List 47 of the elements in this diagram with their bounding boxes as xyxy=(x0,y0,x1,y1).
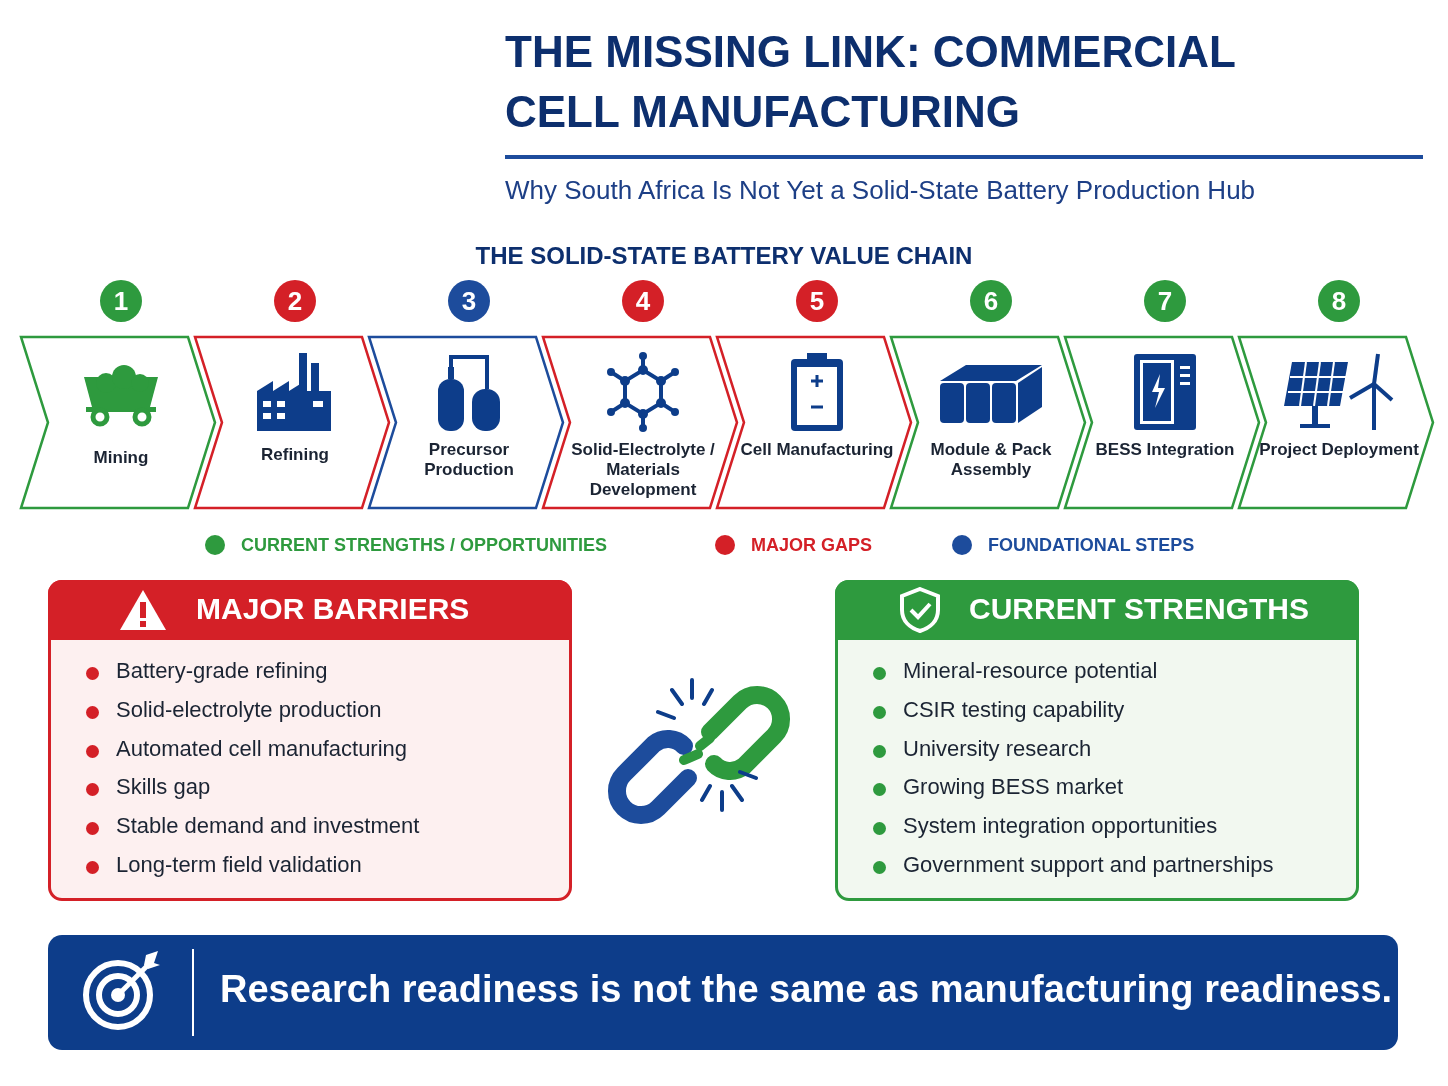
chevron-step xyxy=(540,280,740,512)
legend-text: MAJOR GAPS xyxy=(751,534,873,556)
bullet-text: Growing BESS market xyxy=(903,774,1124,801)
bullet-text: Solid-electrolyte production xyxy=(116,696,382,723)
step-label: Cell Manufacturing xyxy=(739,440,895,460)
step-label: Module & Pack Assembly xyxy=(929,440,1053,480)
section-heading: THE SOLID-STATE BATTERY VALUE CHAIN xyxy=(474,242,974,270)
conclusion-banner xyxy=(48,935,1398,1050)
bullet-text: Government support and partnerships xyxy=(903,852,1274,878)
step-label: Mining xyxy=(92,448,150,468)
chevron-step xyxy=(366,280,566,512)
chevron-step xyxy=(714,280,914,512)
legend-text: FOUNDATIONAL STEPS xyxy=(988,534,1195,556)
step-number: 1 xyxy=(100,280,142,322)
bullet-text: Long-term field validation xyxy=(116,852,362,878)
subtitle-text: Why South Africa Is Not Yet a Solid-State Battery Production Hub xyxy=(505,175,1256,206)
conclusion-text: Research readiness is not the same as manufacturing readiness. xyxy=(220,968,1393,1011)
chevron-step xyxy=(1062,280,1262,512)
step-number: 2 xyxy=(274,280,316,322)
bullet-text: System integration opportunities xyxy=(903,813,1218,840)
step-label: Refining xyxy=(260,445,330,465)
step-number: 3 xyxy=(448,280,490,322)
step-label: Solid-Electrolyte / Materials Development xyxy=(570,440,716,500)
bullet-text: Stable demand and investment xyxy=(116,813,420,840)
chevron-step xyxy=(18,280,218,512)
step-label: Precursor Production xyxy=(423,440,515,480)
panel-title: MAJOR BARRIERS xyxy=(196,592,470,626)
title-text: THE MISSING LINK: COMMERCIAL CELL MANUFACTURING xyxy=(505,26,1237,138)
step-number: 7 xyxy=(1144,280,1186,322)
chevron-step xyxy=(192,280,392,512)
step-number: 5 xyxy=(796,280,838,322)
step-number: 4 xyxy=(622,280,664,322)
step-label: BESS Integration xyxy=(1094,440,1236,460)
step-label: Project Deployment xyxy=(1259,440,1419,460)
step-number: 6 xyxy=(970,280,1012,322)
bullet-text: CSIR testing capability xyxy=(903,696,1125,723)
legend-text: CURRENT STRENGTHS / OPPORTUNITIES xyxy=(241,534,608,556)
panel-title: CURRENT STRENGTHS xyxy=(969,592,1309,626)
barriers-panel xyxy=(48,580,572,901)
bullet-text: Battery-grade refining xyxy=(116,658,328,684)
bullet-text: Mineral-resource potential xyxy=(903,658,1158,684)
bullet-text: Automated cell manufacturing xyxy=(116,735,408,762)
bullet-text: University research xyxy=(903,735,1092,762)
chevron-step xyxy=(1236,280,1436,512)
step-number: 8 xyxy=(1318,280,1360,322)
bullet-text: Skills gap xyxy=(116,774,211,801)
strengths-panel xyxy=(835,580,1359,901)
